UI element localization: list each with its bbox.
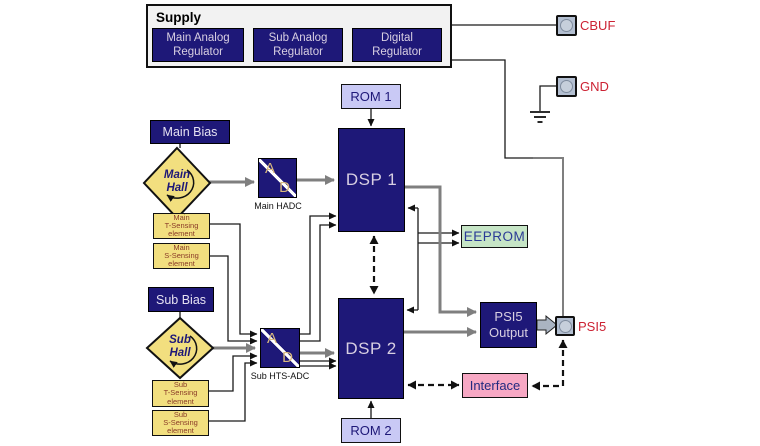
sub-adc-caption: Sub HTS-ADC [250, 371, 310, 381]
supply-title: Supply [156, 10, 202, 25]
sub-adc-block: A D [260, 328, 300, 368]
main-adc-caption: Main HADC [254, 201, 302, 211]
main-bias-block: Main Bias [150, 120, 230, 144]
eeprom-block: EEPROM [461, 225, 528, 248]
interface-block: Interface [462, 373, 528, 398]
sub-bias-block: Sub Bias [148, 287, 214, 312]
cbuf-label: CBUF [580, 18, 616, 33]
rom2-block: ROM 2 [341, 418, 401, 443]
rom1-block: ROM 1 [341, 84, 401, 109]
main-hall-rotation-icon [166, 169, 195, 202]
dsp2-block: DSP 2 [338, 298, 404, 399]
analog-wires [208, 175, 477, 358]
main-t-sensing-block: Main T-Sensing element [153, 213, 210, 239]
psi5-output-block: PSI5 Output [480, 302, 537, 348]
sub-s-sensing-block: Sub S-Sensing element [152, 410, 209, 436]
psi5-block-arrow-icon [536, 314, 558, 336]
ground-symbol-icon [530, 111, 550, 123]
main-s-sensing-block: Main S-Sensing element [153, 243, 210, 269]
sub-hall-diamond [145, 316, 215, 380]
main-analog-regulator-block: Main Analog Regulator [152, 28, 244, 62]
dsp1-block: DSP 1 [338, 128, 405, 232]
sub-hall-rotation-icon [169, 335, 198, 368]
gnd-pad-icon [556, 76, 577, 97]
sub-hall-sensor-label: Sub Hall [169, 334, 191, 359]
psi5-pad-label: PSI5 [578, 319, 607, 334]
main-adc-block: A D [258, 158, 297, 198]
sub-analog-regulator-block: Sub Analog Regulator [253, 28, 343, 62]
sub-t-sensing-block: Sub T-Sensing element [152, 380, 209, 407]
supply-rail-wire [533, 157, 564, 316]
cbuf-pad-icon [556, 15, 577, 36]
main-hall-sensor-label: Main Hall [163, 169, 191, 194]
digital-regulator-block: Digital Regulator [352, 28, 442, 62]
dashed-control-wires [369, 235, 568, 391]
psi5-pad-icon [555, 316, 575, 336]
gnd-label: GND [580, 79, 609, 94]
